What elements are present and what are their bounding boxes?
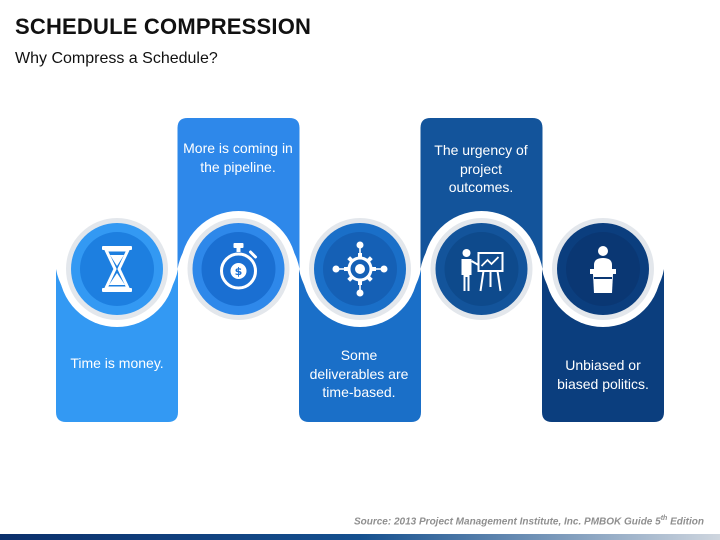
step-4-card xyxy=(420,118,543,269)
hourglass-icon xyxy=(102,246,132,292)
step-4-icon-group xyxy=(423,211,540,327)
podium-speaker-icon xyxy=(590,246,616,293)
step-2-icon-group: $ xyxy=(180,211,297,327)
step-1-icon-group xyxy=(59,211,175,327)
source-superscript: th xyxy=(660,515,668,522)
page-title: SCHEDULE COMPRESSION xyxy=(15,14,312,39)
source-text: Source: 2013 Project Management Institut… xyxy=(353,516,661,528)
step-4-icon-inner xyxy=(444,232,519,306)
step-1-text: Time is money. xyxy=(70,355,164,371)
step-2-text: More is coming in the pipeline. xyxy=(183,140,293,175)
step-3-text: Some deliverables are time-based. xyxy=(309,347,409,400)
step-4-text: The urgency of project outcomes. xyxy=(434,142,528,195)
step-5-card xyxy=(542,269,664,422)
presentation-icon xyxy=(461,249,504,292)
step-5-text: Unbiased or biased politics. xyxy=(557,357,649,392)
step-1-card xyxy=(56,269,178,422)
step-2-card xyxy=(177,118,300,269)
step-3-icon-group xyxy=(302,211,418,327)
svg-text:$: $ xyxy=(235,265,243,278)
source-suffix: Edition xyxy=(667,516,704,528)
stopwatch-dollar-icon: $ xyxy=(220,243,257,290)
bottom-accent-bar xyxy=(0,534,720,540)
step-3-card xyxy=(299,269,421,422)
page-subtitle: Why Compress a Schedule? xyxy=(15,50,218,67)
step-5-icon-group xyxy=(545,211,661,327)
step-1-icon-inner xyxy=(80,232,154,306)
source-citation: Source: 2013 Project Management Institut… xyxy=(354,515,704,527)
gear-network-icon xyxy=(332,241,388,297)
